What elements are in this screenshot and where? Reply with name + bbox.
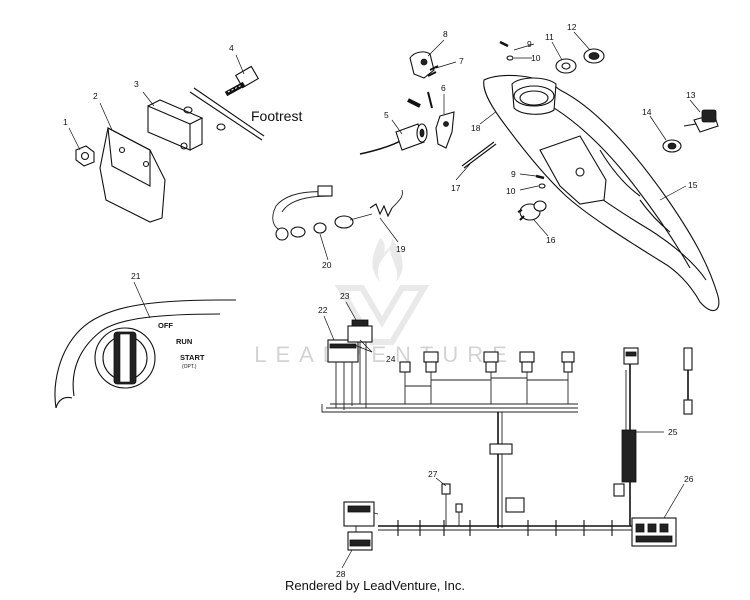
washer-part-10 xyxy=(538,183,546,189)
callout-4: 4 xyxy=(229,43,234,53)
washer-part-11 xyxy=(555,58,577,74)
callout-17: 17 xyxy=(451,183,461,193)
connector-part-22 xyxy=(327,339,359,363)
callout-15: 15 xyxy=(688,180,698,190)
callout-27: 27 xyxy=(428,469,438,479)
callout-18: 18 xyxy=(471,123,481,133)
v-logo-icon xyxy=(334,285,430,345)
callout-20: 20 xyxy=(322,260,332,270)
bracket-part-6 xyxy=(435,111,455,149)
screw-part-9 xyxy=(499,40,509,48)
callout-19: 19 xyxy=(396,244,406,254)
dash-panel-assembly: 9 10 11 12 13 14 15 16 9 10 xyxy=(483,22,720,312)
callout-2: 2 xyxy=(93,91,98,101)
callout-1: 1 xyxy=(63,117,68,127)
callout-28: 28 xyxy=(336,569,346,579)
footrest-assembly: 1 2 3 4 Footrest xyxy=(63,43,302,223)
washer-part-10 xyxy=(506,55,514,61)
ignition-switch-detail: OFF RUN START (OPT.) 21 xyxy=(54,271,236,409)
leadventure-watermark: LEADVENTURE xyxy=(254,238,516,367)
jumper-lead xyxy=(683,347,693,371)
callout-6: 6 xyxy=(441,83,446,93)
switch-label-run: RUN xyxy=(176,337,192,346)
washer-part xyxy=(216,123,226,131)
inline-connector xyxy=(489,443,513,455)
exploded-parts-diagram: LEADVENTURE 1 2 3 4 Footr xyxy=(54,22,720,579)
screw-part-9 xyxy=(535,174,545,180)
callout-26: 26 xyxy=(684,474,694,484)
callout-23: 23 xyxy=(340,291,350,301)
callout-13: 13 xyxy=(686,90,696,100)
switch-panel xyxy=(539,135,607,205)
callout-12: 12 xyxy=(567,22,577,32)
footer-credit: Rendered by LeadVenture, Inc. xyxy=(285,578,465,593)
nut-part-1 xyxy=(75,145,95,167)
callout-25: 25 xyxy=(668,427,678,437)
callout-7: 7 xyxy=(459,56,464,66)
callout-24: 24 xyxy=(386,354,396,364)
callout-9-top: 9 xyxy=(527,39,532,49)
callout-10-lower: 10 xyxy=(506,186,516,196)
callout-16: 16 xyxy=(546,235,556,245)
switch-label-off: OFF xyxy=(158,321,173,330)
wiring-harness: 22 23 24 25 26 27 28 xyxy=(318,291,694,579)
callout-11: 11 xyxy=(545,32,554,42)
inline-connector xyxy=(505,497,525,513)
callout-10-top: 10 xyxy=(531,53,541,63)
connector-part-23 xyxy=(347,325,373,343)
flame-logo-icon xyxy=(372,238,403,282)
gauge-housing xyxy=(511,77,557,115)
footrest-label: Footrest xyxy=(251,108,302,124)
switch-harness: 19 20 xyxy=(272,185,406,270)
callout-21: 21 xyxy=(131,271,141,281)
cover-part-8 xyxy=(409,51,435,79)
harness-connector xyxy=(317,185,333,197)
switch-label-start: START xyxy=(180,353,205,362)
callout-8: 8 xyxy=(443,29,448,39)
watermark-text: LEADVENTURE xyxy=(254,342,516,367)
connector-part-27 xyxy=(441,483,451,495)
footrest-pad-part-2 xyxy=(99,127,166,223)
callout-5: 5 xyxy=(384,110,389,120)
bolt-part-4 xyxy=(234,65,260,89)
callout-14: 14 xyxy=(642,107,652,117)
rod-part-17 xyxy=(461,141,495,167)
dash-panel-outline xyxy=(54,299,236,409)
key-switch-parts: 5 6 7 8 17 18 xyxy=(359,29,507,193)
callout-3: 3 xyxy=(134,79,139,89)
harness-sleeve-part-25 xyxy=(621,429,637,483)
harness-clips xyxy=(397,520,613,536)
callout-22: 22 xyxy=(318,305,328,315)
spring-part-19 xyxy=(369,203,393,218)
switch-label-opt: (OPT.) xyxy=(182,364,197,370)
branch-connectors-24 xyxy=(399,351,575,404)
callout-9-lower: 9 xyxy=(511,169,516,179)
bulb-socket-part-20 xyxy=(313,222,327,234)
washer-part xyxy=(183,106,193,114)
footrest-bracket-line xyxy=(189,91,263,141)
